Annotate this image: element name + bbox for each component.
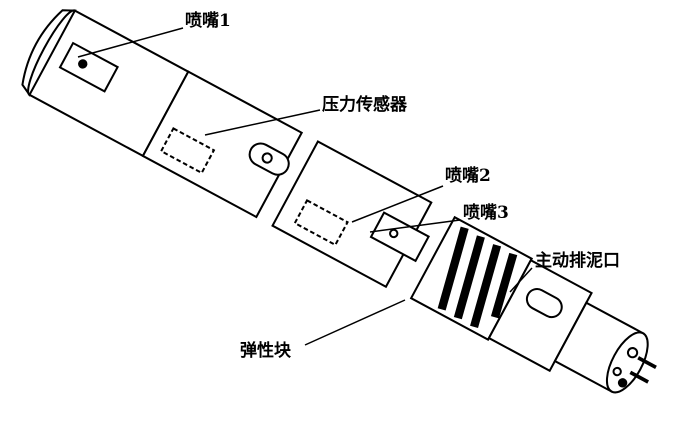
label-elastic-block: 弹性块 <box>240 341 291 361</box>
pressure-sensor-port <box>261 152 273 164</box>
elastic-block-stripes <box>437 226 518 329</box>
label-active-mud-outlet: 主动排泥口 <box>535 251 620 271</box>
nozzle1 <box>78 59 88 69</box>
section-3 <box>271 140 433 289</box>
end-face-hole <box>626 347 639 359</box>
end-pin <box>637 356 657 370</box>
active-mud-outlet <box>525 288 563 319</box>
end-face-hole <box>617 378 628 388</box>
label-nozzle1: 喷嘴1 <box>185 11 231 31</box>
end-face-hole <box>612 366 622 377</box>
end-pin <box>629 370 650 384</box>
label-nozzle2: 喷嘴2 <box>445 166 491 186</box>
nozzle1-window <box>58 41 119 93</box>
right-end-face <box>605 331 649 394</box>
hidden-window <box>293 199 349 247</box>
nozzle2-window <box>369 211 430 263</box>
nozzle2 <box>389 228 399 239</box>
label-nozzle3: 喷嘴3 <box>463 203 509 223</box>
leader-lines <box>77 27 533 346</box>
label-pressure-sensor: 压力传感器 <box>322 95 407 115</box>
